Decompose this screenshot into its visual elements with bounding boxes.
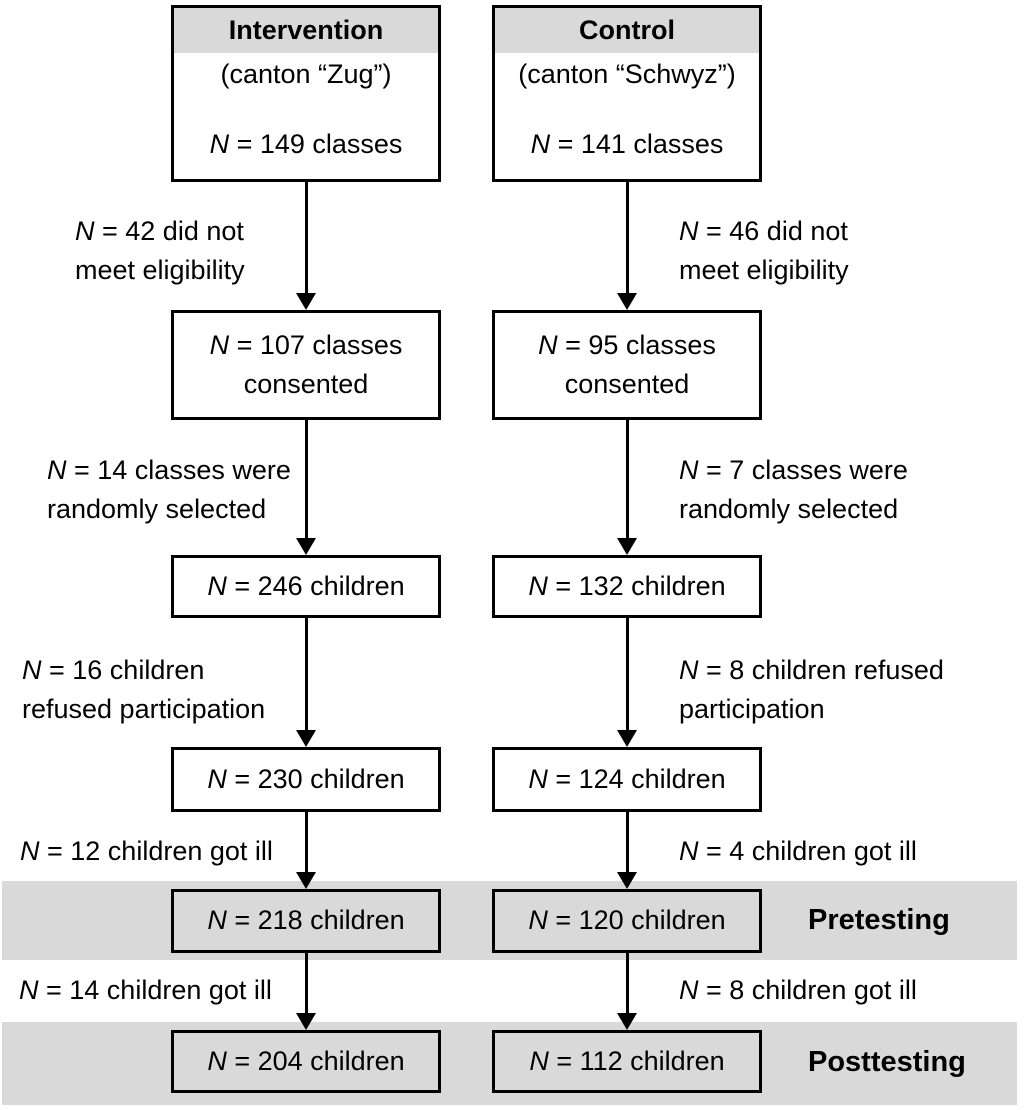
intervention-exclusion-eligibility: N = 42 did not meet eligibility bbox=[75, 212, 245, 290]
n-symbol: N bbox=[679, 836, 699, 866]
intervention-box-children-2: N = 230 children bbox=[171, 747, 441, 812]
arrow-shaft bbox=[625, 812, 629, 874]
n-symbol: N bbox=[207, 905, 227, 936]
box-text: = 112 children bbox=[548, 1045, 725, 1076]
n-symbol: N bbox=[19, 975, 39, 1005]
arrow-shaft bbox=[304, 953, 308, 1015]
control-exclusion-eligibility: N = 46 did not meet eligibility bbox=[679, 212, 849, 290]
n-symbol: N bbox=[47, 455, 67, 485]
control-box-children-2: N = 124 children bbox=[492, 747, 762, 812]
n-symbol: N bbox=[22, 655, 42, 685]
label-text: = 42 did not meet eligibility bbox=[75, 216, 245, 286]
n-symbol: N bbox=[679, 655, 699, 685]
label-text: = 12 children got ill bbox=[39, 836, 273, 866]
label-text: = 8 children refused participation bbox=[679, 655, 944, 725]
intervention-box-posttesting: N = 204 children bbox=[171, 1030, 441, 1093]
n-symbol: N bbox=[679, 216, 699, 246]
control-got-ill-2: N = 8 children got ill bbox=[679, 971, 917, 1010]
box-text: = 95 classes consented bbox=[564, 329, 716, 399]
intervention-n-classes: N = 149 classes bbox=[174, 126, 438, 162]
intervention-box-consented: N = 107 classes consented bbox=[171, 310, 441, 420]
n-symbol: N bbox=[538, 329, 558, 360]
n-symbol: N bbox=[209, 129, 230, 159]
pretesting-label: Pretesting bbox=[808, 904, 950, 936]
label-text: = 16 children refused participation bbox=[22, 655, 266, 725]
posttesting-label: Posttesting bbox=[808, 1046, 966, 1078]
control-got-ill-1: N = 4 children got ill bbox=[679, 832, 917, 871]
n-symbol: N bbox=[207, 1045, 227, 1076]
arrow-head-icon bbox=[617, 730, 637, 747]
intervention-got-ill-1: N = 12 children got ill bbox=[20, 832, 273, 871]
arrow-shaft bbox=[304, 420, 308, 540]
control-box-children: N = 132 children bbox=[492, 555, 762, 618]
intervention-header-box: Intervention (canton “Zug”) N = 149 clas… bbox=[171, 5, 441, 182]
box-text: = 230 children bbox=[226, 763, 405, 794]
intervention-box-pretesting: N = 218 children bbox=[171, 889, 441, 953]
control-box-posttesting: N = 112 children bbox=[492, 1030, 762, 1093]
n-symbol: N bbox=[679, 975, 699, 1005]
arrow-head-icon bbox=[617, 872, 637, 889]
arrow-shaft bbox=[304, 618, 308, 732]
control-header-box: Control (canton “Schwyz”) N = 141 classe… bbox=[492, 5, 762, 182]
control-refused-participation: N = 8 children refused participation bbox=[679, 651, 944, 729]
box-text: = 218 children bbox=[226, 905, 405, 936]
box-text: = 107 classes consented bbox=[236, 329, 403, 399]
label-text: = 7 classes were randomly selected bbox=[679, 455, 908, 525]
n-symbol: N bbox=[528, 763, 548, 794]
arrow-head-icon bbox=[296, 872, 316, 889]
n-symbol: N bbox=[528, 905, 548, 936]
intervention-randomly-selected: N = 14 classes were randomly selected bbox=[47, 451, 291, 529]
control-title: Control bbox=[495, 8, 759, 53]
arrow-head-icon bbox=[296, 293, 316, 310]
n-symbol: N bbox=[529, 1045, 549, 1076]
n-symbol: N bbox=[20, 836, 40, 866]
box-text: = 120 children bbox=[547, 905, 726, 936]
intervention-refused-participation: N = 16 children refused participation bbox=[22, 651, 265, 729]
box-text: = 124 children bbox=[547, 763, 726, 794]
control-n-classes: N = 141 classes bbox=[495, 126, 759, 162]
intervention-got-ill-2: N = 14 children got ill bbox=[19, 971, 272, 1010]
box-text: = 204 children bbox=[226, 1045, 405, 1076]
intervention-title: Intervention bbox=[174, 8, 438, 53]
control-box-consented: N = 95 classes consented bbox=[492, 310, 762, 420]
n-symbol: N bbox=[75, 216, 95, 246]
label-text: = 46 did not meet eligibility bbox=[679, 216, 849, 286]
n-symbol: N bbox=[207, 570, 227, 601]
arrow-head-icon bbox=[296, 1013, 316, 1030]
intervention-box-children: N = 246 children bbox=[171, 555, 441, 618]
n-value: = 141 classes bbox=[550, 129, 724, 159]
arrow-shaft bbox=[625, 618, 629, 732]
intervention-subtitle: (canton “Zug”) bbox=[220, 59, 392, 89]
box-text: = 132 children bbox=[547, 570, 726, 601]
arrow-head-icon bbox=[617, 538, 637, 555]
label-text: = 4 children got ill bbox=[698, 836, 917, 866]
arrow-shaft bbox=[304, 182, 308, 295]
arrow-shaft bbox=[625, 420, 629, 540]
box-text: = 246 children bbox=[226, 570, 405, 601]
arrow-head-icon bbox=[617, 293, 637, 310]
arrow-head-icon bbox=[296, 730, 316, 747]
arrow-shaft bbox=[304, 812, 308, 874]
n-symbol: N bbox=[530, 129, 551, 159]
control-randomly-selected: N = 7 classes were randomly selected bbox=[679, 451, 908, 529]
label-text: = 14 children got ill bbox=[38, 975, 272, 1005]
arrow-head-icon bbox=[296, 538, 316, 555]
n-symbol: N bbox=[679, 455, 699, 485]
label-text: = 14 classes were randomly selected bbox=[47, 455, 291, 525]
label-text: = 8 children got ill bbox=[698, 975, 917, 1005]
control-box-pretesting: N = 120 children bbox=[492, 889, 762, 953]
n-symbol: N bbox=[209, 329, 230, 360]
arrow-shaft bbox=[625, 182, 629, 295]
control-subtitle: (canton “Schwyz”) bbox=[518, 59, 736, 89]
arrow-head-icon bbox=[617, 1013, 637, 1030]
n-symbol: N bbox=[207, 763, 227, 794]
n-value: = 149 classes bbox=[229, 129, 403, 159]
n-symbol: N bbox=[528, 570, 548, 601]
arrow-shaft bbox=[625, 953, 629, 1015]
